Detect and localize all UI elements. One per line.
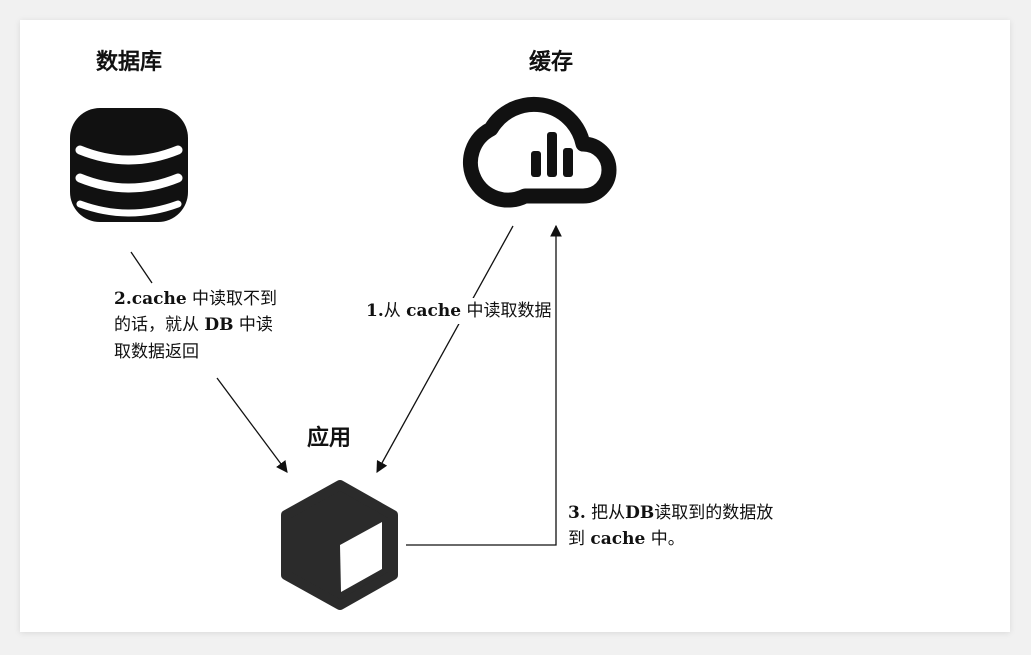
step2-line2-keyword: DB <box>204 315 234 336</box>
step3-line2-keyword: cache <box>590 529 646 550</box>
step3-line1-prefix: 把从 <box>585 503 626 523</box>
step2-label: 2.cache 中读取不到 的话，就从 DB 中读 取数据返回 <box>114 286 277 365</box>
step1-prefix: 从 <box>383 301 407 321</box>
step3-number: 3. <box>568 503 586 523</box>
app-title: 应用 <box>307 426 352 451</box>
arrow-cache-to-app <box>376 225 514 474</box>
step2-line2: 的话，就从 DB 中读 <box>114 312 277 338</box>
cube-icon <box>281 480 398 610</box>
step3-label: 3. 把从DB读取到的数据放 到 cache 中。 <box>568 500 773 553</box>
database-title: 数据库 <box>96 50 163 75</box>
step2-line3: 取数据返回 <box>114 341 199 362</box>
step2-line2-suffix: 中读 <box>233 315 273 336</box>
diagram-canvas <box>20 20 1010 632</box>
step3-line2: 到 cache 中。 <box>568 526 773 552</box>
step2-keyword: cache <box>131 289 187 309</box>
step3-line1: 3. 把从DB读取到的数据放 <box>568 500 773 526</box>
step2-line2-prefix: 的话，就从 <box>114 315 205 336</box>
step2-line1: 2.cache 中读取不到 <box>114 286 277 312</box>
cloud-chart-icon <box>462 96 617 208</box>
step1-number: 1. <box>366 301 384 321</box>
step3-line1-suffix: 读取到的数据放 <box>654 503 774 523</box>
arrow-db-to-app <box>130 251 288 473</box>
step3-line2-suffix: 中。 <box>645 529 685 550</box>
step1-keyword: cache <box>406 301 462 321</box>
arrow-app-to-cache <box>406 224 562 546</box>
step1-suffix: 中读取数据 <box>461 301 552 321</box>
step2-line1-suffix: 中读取不到 <box>186 289 278 309</box>
step3-line1-keyword: DB <box>625 503 655 523</box>
step1-label: 1.从 cache 中读取数据 <box>364 298 554 325</box>
cache-title: 缓存 <box>529 50 574 75</box>
database-icon <box>70 108 188 222</box>
step2-number: 2. <box>114 289 132 309</box>
step3-line2-prefix: 到 <box>568 529 591 550</box>
